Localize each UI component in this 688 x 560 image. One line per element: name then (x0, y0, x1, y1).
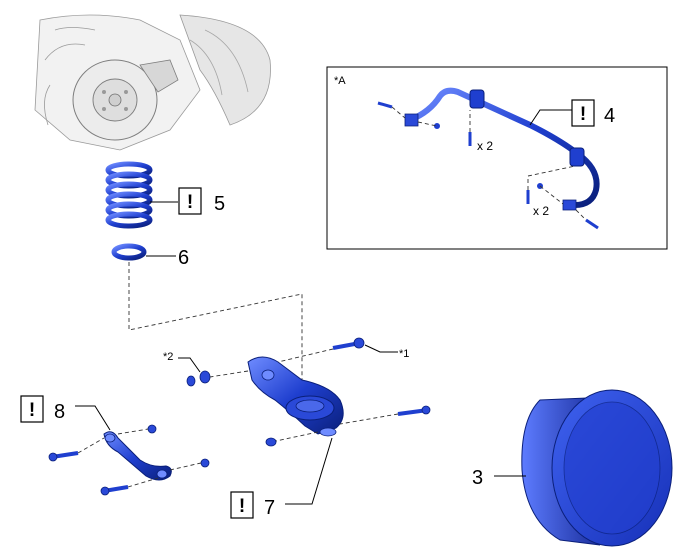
callout-7: 7 (264, 497, 275, 519)
inset-dash-6 (575, 209, 587, 221)
inset-dash-5 (539, 185, 564, 205)
inset-bolts (377, 101, 599, 230)
caution-icon-5 (178, 187, 202, 215)
inset-label-A: *A (334, 75, 346, 87)
toe-dash-2 (117, 428, 149, 435)
toe-arm-part (103, 431, 172, 481)
arm-dash-1 (277, 348, 334, 363)
callout-5: 5 (214, 193, 225, 215)
arm-dash-2 (209, 370, 249, 378)
toe-dash-4 (169, 462, 202, 471)
coil-spring-part (105, 161, 153, 229)
caution-icon-7 (230, 491, 254, 519)
caution-icon-8 (20, 395, 44, 423)
callout-3: 3 (472, 467, 483, 489)
inset-dash-1 (391, 106, 406, 119)
caution-mark-7: ! (239, 496, 245, 517)
tire-part (521, 389, 673, 547)
toe-dash-1 (77, 437, 105, 454)
toe-arm-fasteners (48, 424, 210, 496)
leader-line-note2 (178, 357, 201, 373)
inset-frame-A (326, 66, 668, 250)
toe-dash-3 (127, 477, 159, 488)
leader-line-7 (285, 437, 333, 505)
callout-8: 8 (54, 401, 65, 423)
leader-line-note1 (364, 344, 398, 353)
caution-mark-5: ! (187, 192, 193, 213)
caution-icon-4 (571, 99, 595, 127)
assembly-dashed-line-spring (128, 262, 303, 410)
spring-insulator-part (111, 243, 147, 261)
leader-line-8 (75, 405, 111, 431)
leader-line-4 (529, 109, 572, 126)
note-star-1: *1 (399, 348, 409, 360)
brake-hub-background-sketch (34, 14, 271, 151)
quantity-note-x2-lower: x 2 (533, 204, 549, 218)
inset-dash-4 (527, 165, 576, 190)
arm-dash-4 (275, 431, 319, 442)
callout-4: 4 (604, 105, 615, 127)
lower-arm-fasteners (186, 337, 431, 447)
stabilizer-bar-part (404, 87, 600, 211)
arm-dash-3 (339, 413, 399, 425)
caution-mark-8: ! (29, 400, 35, 421)
quantity-note-x2-upper: x 2 (477, 139, 493, 153)
inset-dash-2 (417, 121, 438, 127)
caution-mark-4: ! (580, 104, 586, 125)
callout-6: 6 (178, 247, 189, 269)
note-star-2: *2 (163, 351, 173, 363)
lower-arm-part (247, 356, 344, 437)
